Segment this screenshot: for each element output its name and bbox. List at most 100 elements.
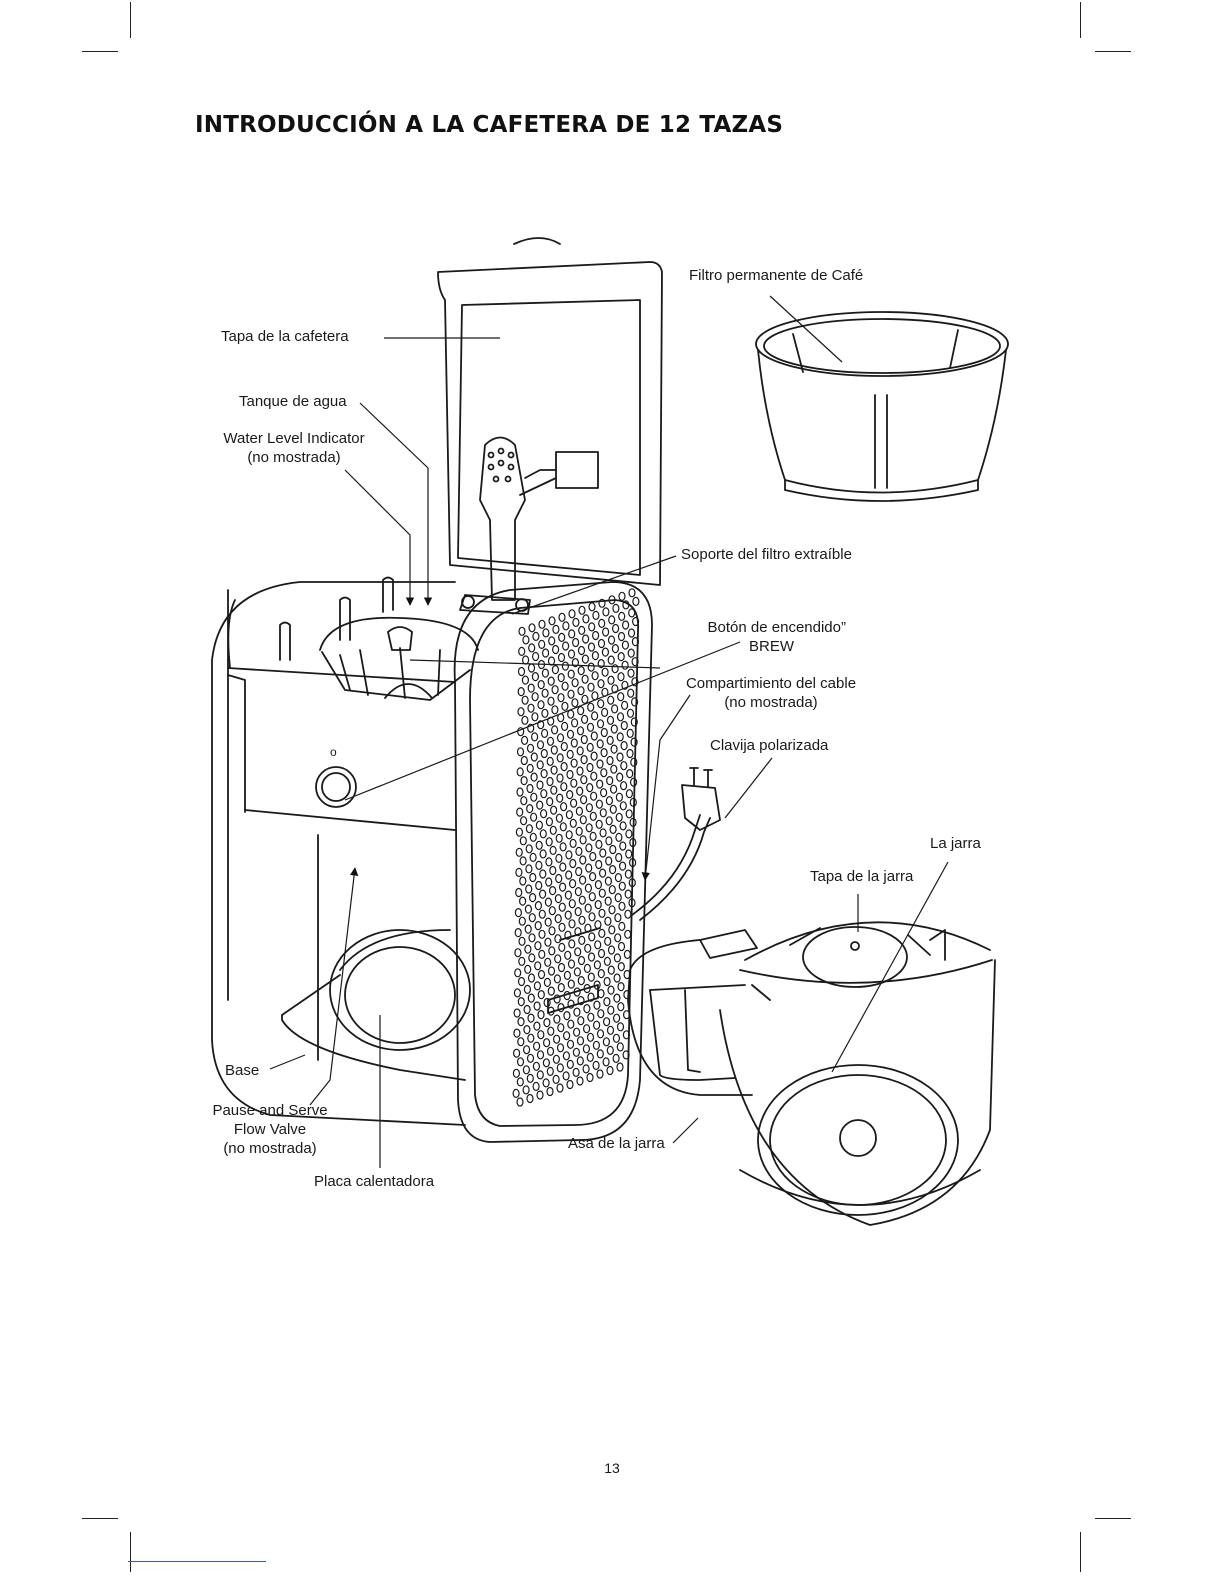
perforation-hole [539, 849, 547, 859]
perforation-hole [518, 916, 526, 926]
perforation-hole [610, 724, 618, 734]
perforation-hole [554, 954, 562, 964]
perforation-hole [539, 809, 548, 819]
label-soporte-filtro: Soporte del filtro extraíble [681, 546, 852, 563]
perforation-hole [618, 861, 627, 871]
perforation-hole [618, 901, 626, 911]
perforation-hole [550, 785, 558, 795]
perforation-hole [597, 948, 606, 959]
perforation-hole [563, 1010, 571, 1021]
perforation-hole [586, 742, 594, 753]
perforation-hole [564, 910, 572, 920]
label-boton-line1: Botón de encendido” [707, 619, 846, 636]
perforation-hole [632, 596, 640, 607]
perforation-hole [542, 1078, 550, 1088]
perforation-hole [592, 1020, 601, 1030]
perforation-hole [527, 703, 535, 713]
perforation-hole [630, 697, 639, 707]
perforation-hole [607, 655, 615, 665]
perforation-hole [576, 1056, 584, 1066]
crop-mark [1080, 1532, 1081, 1572]
perforation-hole [578, 875, 587, 885]
perforation-hole [617, 692, 625, 702]
perforation-hole [617, 981, 625, 992]
perforation-hole [540, 728, 549, 739]
perforation-hole [608, 595, 616, 605]
carafe-drawing [627, 921, 996, 1226]
perforation-hole [547, 696, 555, 706]
perforation-hole [606, 735, 614, 746]
perforation-hole [528, 933, 536, 943]
perforation-hole [599, 828, 607, 838]
perforation-hole [585, 863, 593, 873]
perforation-hole [608, 925, 616, 935]
perforation-hole [578, 915, 586, 925]
perforation-hole [547, 676, 555, 686]
perforation-hole [628, 878, 636, 888]
perforation-hole [618, 881, 626, 891]
perforation-hole [605, 836, 613, 846]
perforation-hole [588, 932, 596, 942]
label-compartimiento-line1: Compartimiento del cable [685, 675, 857, 692]
perforation-hole [564, 890, 573, 900]
perforation-hole [613, 993, 621, 1003]
perforation-hole [541, 688, 549, 698]
perforation-hole [590, 751, 598, 761]
perforation-hole [611, 643, 620, 654]
perforation-hole [588, 912, 596, 922]
perforation-hole [593, 960, 602, 970]
perforation-hole [586, 1072, 594, 1083]
perforation-hole [622, 1030, 631, 1040]
perforation-hole [568, 609, 576, 619]
perforation-hole [566, 1039, 575, 1049]
perforation-hole [602, 607, 610, 617]
perforation-hole [575, 866, 583, 877]
perforation-hole [577, 975, 585, 986]
perforation-hole [586, 1052, 594, 1063]
perforation-hole [546, 1046, 555, 1056]
perforation-hole [568, 899, 576, 909]
perforation-hole [606, 715, 615, 725]
perforation-hole [561, 641, 570, 651]
perforation-hole [531, 651, 540, 662]
perforation-hole [562, 1031, 571, 1041]
perforation-hole [626, 768, 634, 779]
perforation-hole [533, 1001, 541, 1011]
perforation-hole [532, 1061, 541, 1071]
perforation-hole [535, 840, 543, 850]
perforation-hole [565, 830, 573, 840]
perforation-hole [611, 664, 619, 674]
perforation-hole [541, 668, 550, 678]
label-water-level-line2: (no mostrada) [247, 449, 341, 466]
perforation-hole [558, 902, 566, 912]
perforation-hole [598, 618, 606, 629]
perforation-hole [572, 617, 580, 628]
perforation-hole [520, 775, 528, 786]
perforation-hole [619, 781, 628, 791]
perforation-hole [522, 1065, 531, 1075]
perforation-hole [538, 639, 546, 650]
perforation-hole [591, 630, 600, 641]
perforation-hole [534, 961, 542, 971]
perforation-hole [552, 1054, 561, 1064]
perforation-hole [530, 792, 538, 802]
perforation-hole [623, 949, 632, 960]
perforation-hole [556, 793, 564, 803]
perforation-hole [575, 826, 583, 836]
perforation-hole [576, 746, 584, 756]
perforation-hole [542, 1038, 551, 1048]
perforation-hole [517, 976, 526, 987]
perforation-hole [534, 900, 543, 911]
perforation-hole [547, 966, 556, 976]
perforation-hole [565, 870, 573, 880]
perforation-hole [544, 937, 552, 947]
perforation-hole [521, 715, 529, 725]
perforation-hole [537, 969, 546, 980]
perforation-hole [601, 667, 609, 677]
perforation-hole [584, 943, 592, 953]
perforation-hole [539, 869, 547, 879]
perforation-hole [560, 721, 569, 732]
perforation-hole [607, 945, 616, 955]
perforation-hole [535, 880, 543, 891]
perforation-hole [562, 1071, 570, 1081]
